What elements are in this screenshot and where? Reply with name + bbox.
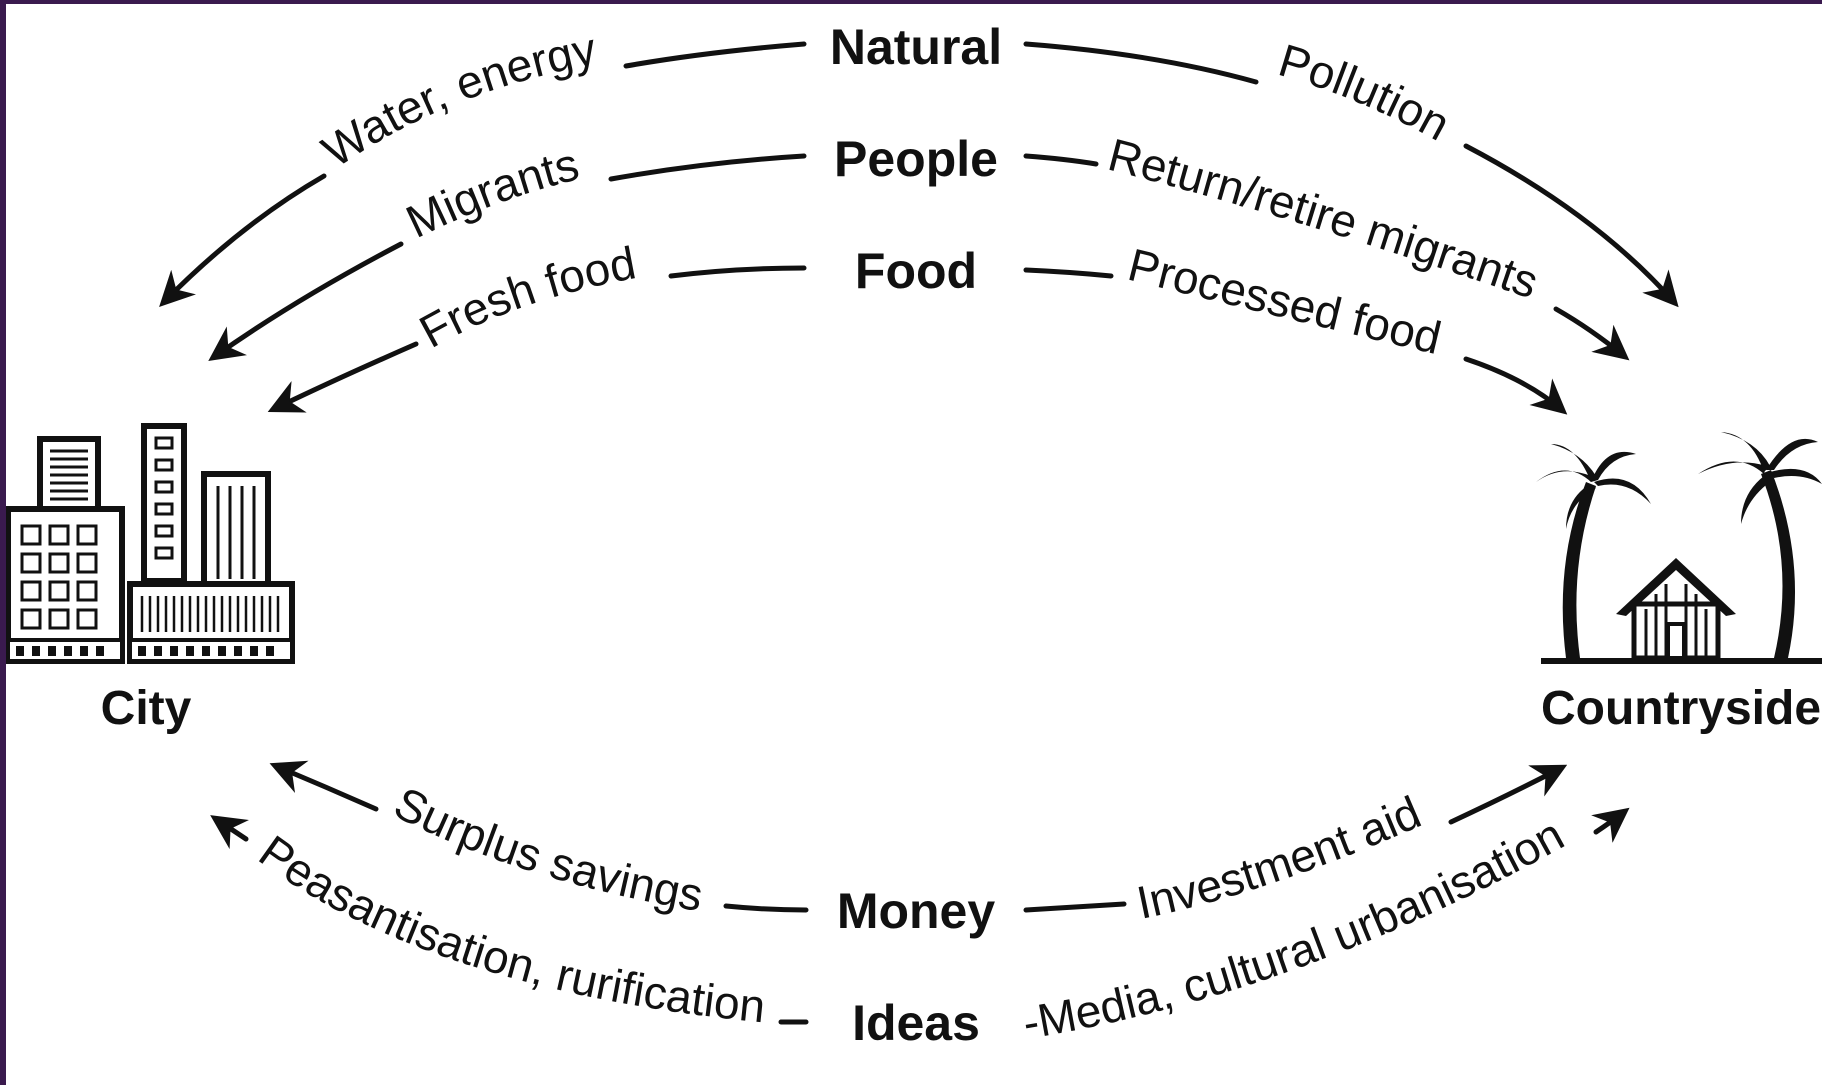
- flow-label-surplus-savings: Surplus savings: [386, 776, 706, 921]
- money-right-arrow-lower: [1448, 764, 1568, 825]
- place-label-countryside: Countryside: [1541, 682, 1821, 735]
- food-right-arrow-lower: [1463, 356, 1568, 415]
- ideas-left-arrow-lower: [210, 815, 250, 850]
- food-left-arrow-lower: [267, 341, 419, 413]
- food-left-arrow: [668, 265, 807, 279]
- people-left-arrow: [608, 153, 807, 182]
- city-countryside-flows-diagram: Natural People Food Money Ideas Water, e…: [6, 19, 1822, 1051]
- category-natural: Natural: [830, 19, 1002, 75]
- natural-right-arrow: [1023, 41, 1259, 85]
- category-money: Money: [837, 883, 996, 939]
- food-right-arrow: [1023, 267, 1114, 279]
- money-right-arrow: [1023, 901, 1127, 913]
- people-left-arrow-lower: [208, 241, 404, 362]
- ideas-right-arrow-lower: [1591, 807, 1630, 843]
- people-right-arrow: [1023, 153, 1099, 167]
- money-left-arrow: [723, 903, 809, 913]
- people-right-arrow-lower: [1553, 306, 1630, 361]
- money-left-arrow-lower: [269, 760, 379, 812]
- diagram-canvas: Natural People Food Money Ideas Water, e…: [6, 4, 1822, 1085]
- city-buildings-icon: [6, 423, 295, 664]
- natural-left-arrow-lower: [159, 173, 327, 307]
- flow-label-pollution: Pollution: [1273, 34, 1458, 151]
- palm-trees-hut-icon: [1536, 432, 1822, 664]
- place-label-city: City: [101, 682, 192, 735]
- natural-left-arrow: [623, 41, 807, 69]
- natural-right-arrow-lower: [1463, 143, 1679, 308]
- category-food: Food: [855, 243, 977, 299]
- flow-label-fresh-food: Fresh food: [411, 236, 640, 357]
- flow-label-migrants: Migrants: [398, 138, 584, 248]
- category-ideas: Ideas: [852, 995, 980, 1051]
- category-people: People: [834, 131, 998, 187]
